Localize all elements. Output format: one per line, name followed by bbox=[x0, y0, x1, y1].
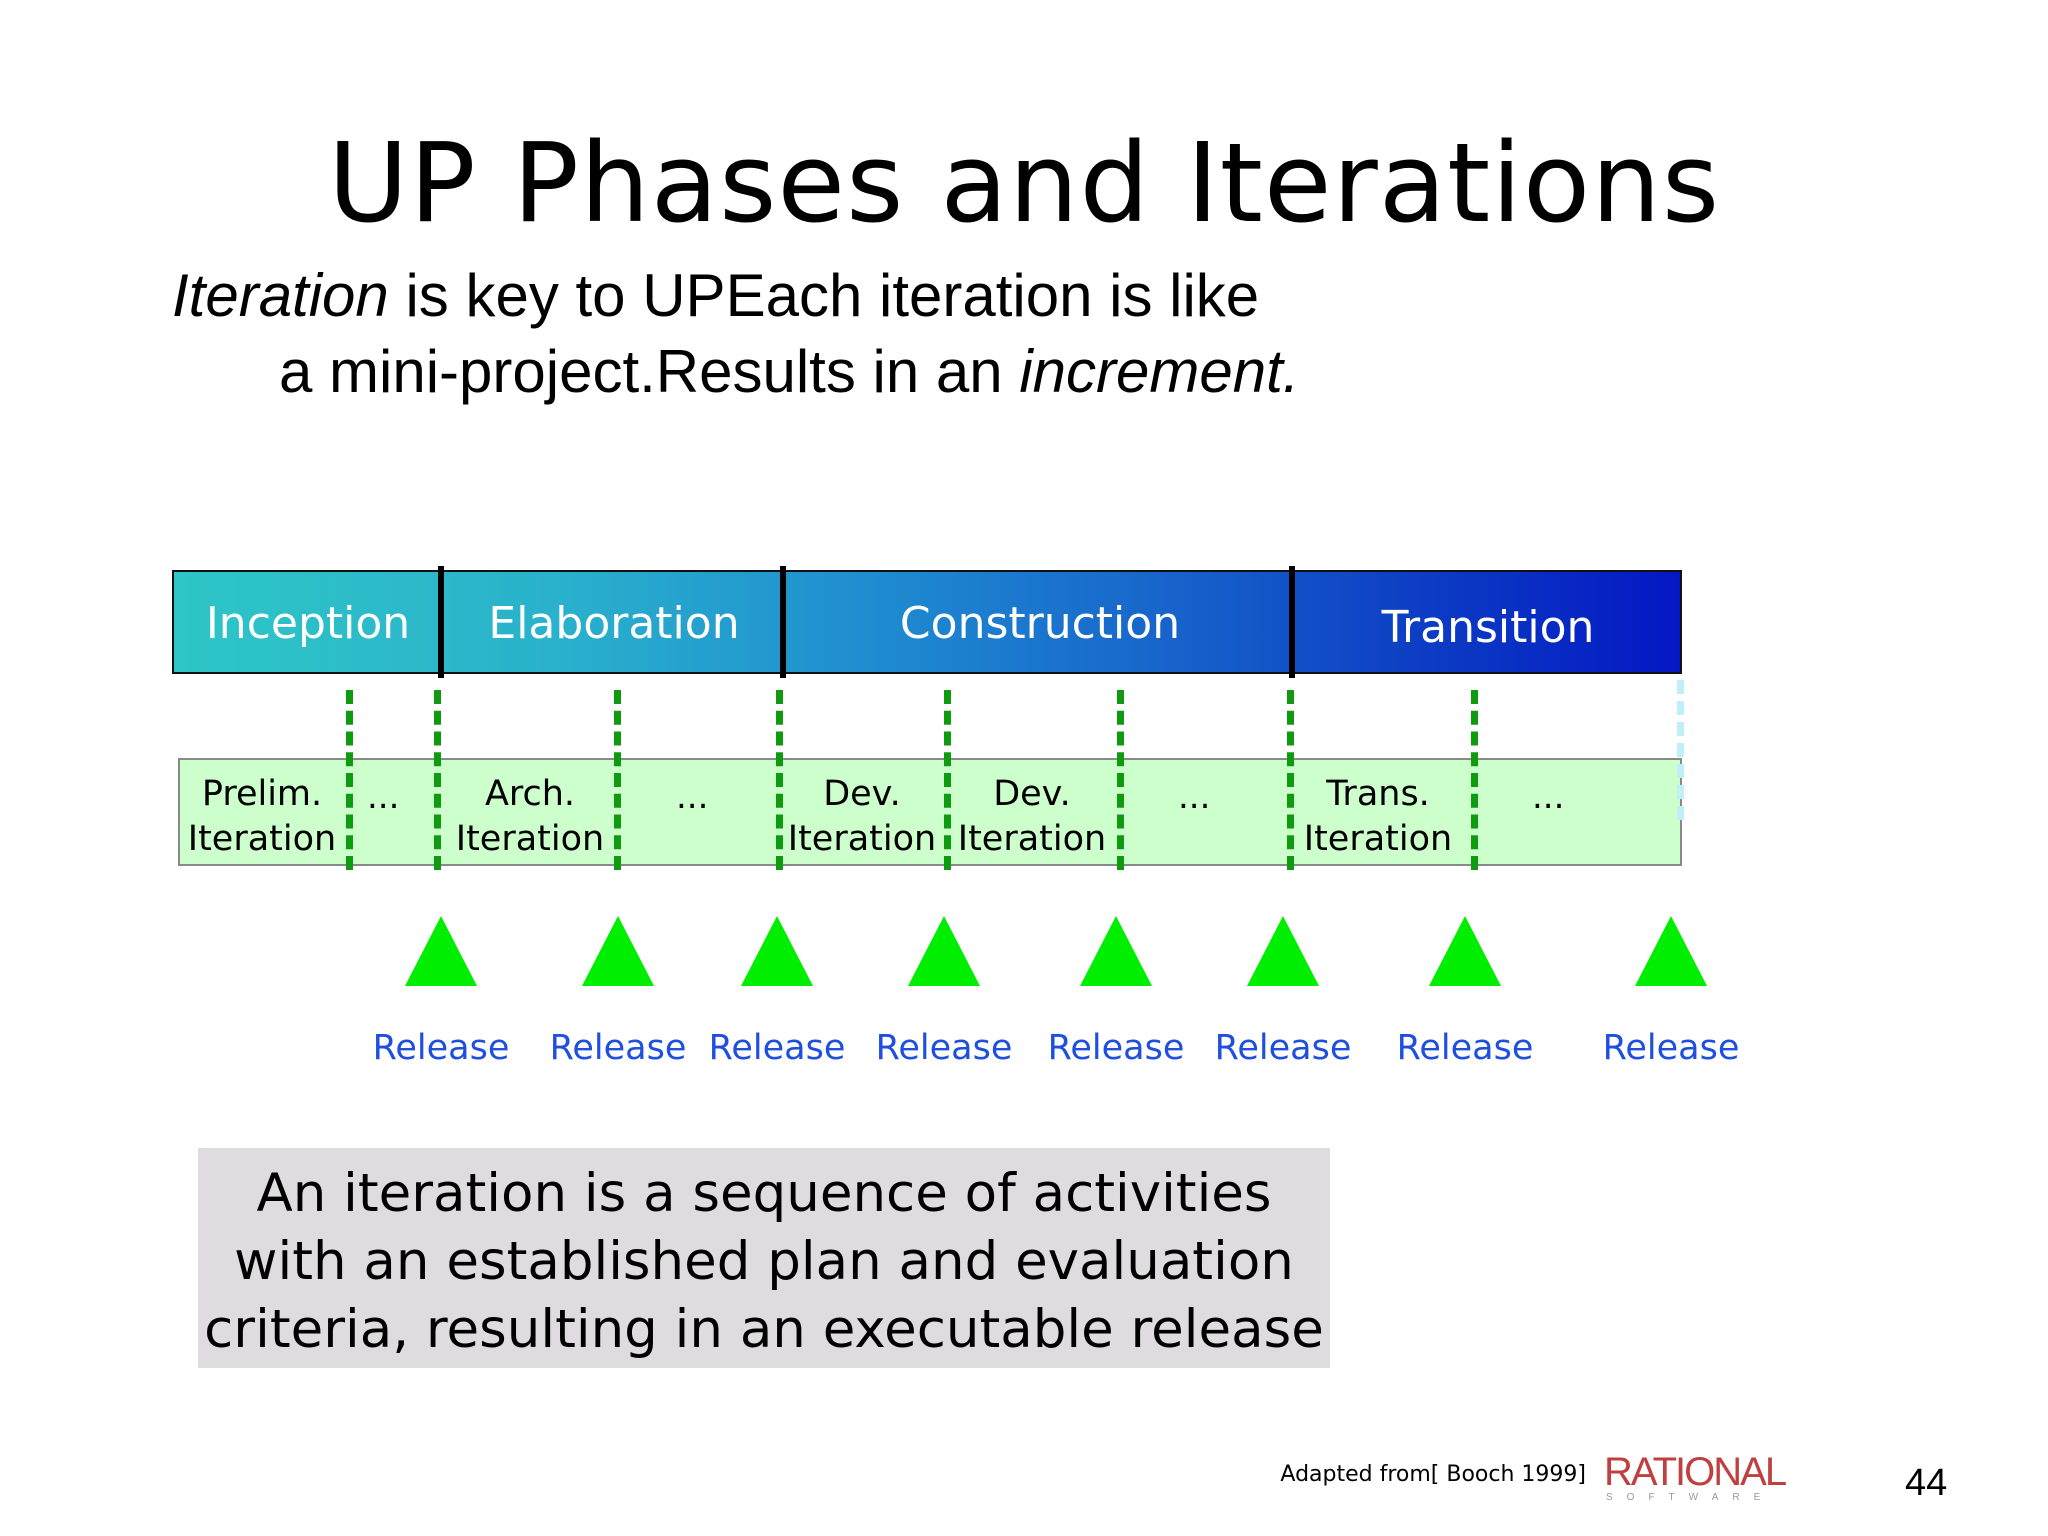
iteration-label-line2: Iteration bbox=[1303, 819, 1453, 859]
release-label: Release bbox=[1047, 1028, 1185, 1068]
milestone-dashed-line bbox=[434, 690, 448, 870]
iteration-label-line1: Arch. bbox=[484, 774, 576, 814]
release-triangle-icon bbox=[582, 916, 654, 986]
iteration-label-line2: Iteration bbox=[455, 819, 605, 859]
rational-logo: RATIONAL bbox=[1604, 1450, 1787, 1494]
phase-construction: Construction bbox=[899, 598, 1181, 649]
iteration-dev-1: Dev. Iteration bbox=[784, 772, 940, 862]
subtitle-line-1-text: is key to UPEach iteration is like bbox=[388, 262, 1260, 329]
iteration-label-line1: Dev. bbox=[823, 774, 901, 814]
subtitle-emphasis-iteration: Iteration bbox=[172, 262, 389, 329]
release-label: Release bbox=[1214, 1028, 1352, 1068]
milestone-dashed-line bbox=[1471, 690, 1485, 870]
phase-elaboration: Elaboration bbox=[488, 598, 740, 649]
iteration-label-line2: Iteration bbox=[187, 819, 337, 859]
milestone-dashed-line bbox=[776, 690, 790, 870]
iteration-ellipsis: ... bbox=[367, 777, 400, 817]
iteration-label-line1: Dev. bbox=[993, 774, 1071, 814]
subtitle-emphasis-increment: increment. bbox=[1019, 338, 1300, 405]
iteration-trans: Trans. Iteration bbox=[1298, 772, 1458, 862]
subtitle-line-2-text: a mini-project.Results in an bbox=[279, 338, 1020, 405]
source-credit: Adapted from[ Booch 1999] bbox=[1280, 1462, 1586, 1487]
release-label: Release bbox=[1396, 1028, 1534, 1068]
release-triangle-icon bbox=[908, 916, 980, 986]
iteration-dev-2: Dev. Iteration bbox=[952, 772, 1112, 862]
phase-divider bbox=[1289, 566, 1295, 678]
phase-divider bbox=[438, 566, 444, 678]
iteration-label-line2: Iteration bbox=[957, 819, 1107, 859]
milestone-dashed-line bbox=[944, 690, 958, 870]
definition-text: An iteration is a sequence of activities… bbox=[198, 1160, 1330, 1364]
iteration-label-line1: Trans. bbox=[1326, 774, 1430, 814]
release-label: Release bbox=[875, 1028, 1013, 1068]
definition-line: An iteration is a sequence of activities bbox=[256, 1163, 1272, 1224]
release-triangle-icon bbox=[1247, 916, 1319, 986]
release-label: Release bbox=[549, 1028, 687, 1068]
phase-divider bbox=[780, 566, 786, 678]
definition-line: with an established plan and evaluation bbox=[234, 1231, 1294, 1292]
page-number: 44 bbox=[1905, 1462, 1948, 1504]
rational-logo-subtext: SOFTWARE bbox=[1606, 1492, 1775, 1503]
definition-box bbox=[198, 1148, 1330, 1368]
release-triangle-icon bbox=[1429, 916, 1501, 986]
release-triangle-icon bbox=[1635, 916, 1707, 986]
milestone-dashed-line bbox=[1287, 690, 1301, 870]
release-label: Release bbox=[372, 1028, 510, 1068]
release-triangle-icon bbox=[405, 916, 477, 986]
release-label: Release bbox=[1602, 1028, 1740, 1068]
iteration-label-line2: Iteration bbox=[787, 819, 937, 859]
subtitle-line-1: Iteration is key to UPEach iteration is … bbox=[172, 266, 1259, 326]
milestone-dashed-line bbox=[346, 690, 360, 870]
iteration-ellipsis: ... bbox=[676, 777, 709, 817]
release-label: Release bbox=[708, 1028, 846, 1068]
milestone-dashed-line bbox=[614, 690, 628, 870]
phase-transition: Transition bbox=[1381, 602, 1595, 653]
subtitle-line-2: a mini-project.Results in an increment. bbox=[279, 342, 1299, 402]
iteration-label-line1: Prelim. bbox=[201, 774, 323, 814]
iteration-ellipsis: ... bbox=[1178, 777, 1211, 817]
milestone-dashed-line-end bbox=[1677, 680, 1691, 820]
iteration-ellipsis: ... bbox=[1532, 777, 1565, 817]
release-triangle-icon bbox=[741, 916, 813, 986]
slide-title: UP Phases and Iterations bbox=[327, 119, 1721, 247]
milestone-dashed-line bbox=[1117, 690, 1131, 870]
phase-bar bbox=[172, 570, 1682, 674]
iteration-band bbox=[178, 758, 1682, 866]
release-triangle-icon bbox=[1080, 916, 1152, 986]
phase-inception: Inception bbox=[205, 598, 411, 649]
iteration-prelim: Prelim. Iteration bbox=[186, 772, 338, 862]
definition-line: criteria, resulting in an executable rel… bbox=[204, 1299, 1324, 1360]
iteration-arch: Arch. Iteration bbox=[452, 772, 608, 862]
